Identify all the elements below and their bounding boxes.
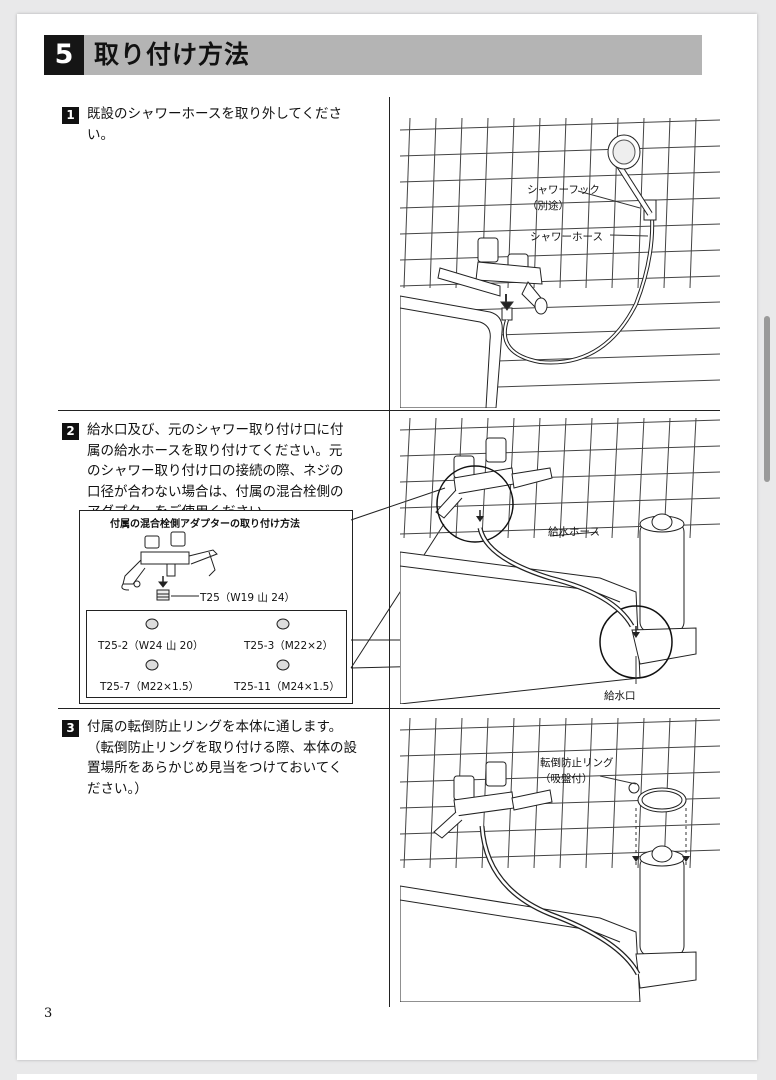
step-2-text: 給水口及び、元のシャワー取り付け口に付 属の給水ホースを取り付けてください。元 … bbox=[87, 422, 344, 520]
shower-hook-note: （別途） bbox=[527, 200, 569, 212]
main-adapter-label: T25（W19 山 24） bbox=[200, 592, 296, 604]
step-1-text: 既設のシャワーホースを取り外してくださ い。 bbox=[87, 106, 343, 143]
adapter-box-title: 付属の混合栓側アダプターの取り付け方法 bbox=[110, 519, 300, 530]
figure-2-supply-hose bbox=[400, 418, 720, 704]
page-number: 3 bbox=[44, 1006, 53, 1021]
adapter-t25-3: T25-3（M22×2） bbox=[244, 640, 334, 652]
section-number: 5 bbox=[44, 35, 84, 75]
next-page-edge bbox=[17, 1074, 757, 1080]
water-inlet-label: 給水口 bbox=[604, 690, 636, 702]
adapter-list-box bbox=[86, 610, 347, 698]
figure-1-shower-removal bbox=[400, 118, 720, 408]
step-2-number: 2 bbox=[62, 423, 79, 440]
adapter-t25-2: T25-2（W24 山 20） bbox=[98, 640, 204, 652]
adapter-t25-7: T25-7（M22×1.5） bbox=[100, 681, 200, 693]
vertical-scrollbar[interactable] bbox=[764, 316, 770, 482]
row-divider-2 bbox=[58, 708, 720, 709]
section-header-bar bbox=[44, 35, 702, 75]
column-divider bbox=[389, 97, 390, 1007]
adapter-t25-11: T25-11（M24×1.5） bbox=[234, 681, 340, 693]
shower-hook-label: シャワーフック bbox=[527, 184, 600, 196]
step-1-number: 1 bbox=[62, 107, 79, 124]
figure-3-anti-tip-ring bbox=[400, 718, 720, 1002]
adapter-diagram bbox=[121, 531, 290, 671]
supply-hose-label: 給水ホース bbox=[548, 526, 600, 538]
section-title: 取り付け方法 bbox=[94, 40, 251, 69]
anti-tip-ring-label: 転倒防止リング bbox=[540, 757, 614, 769]
anti-tip-ring-note: （吸盤付） bbox=[540, 773, 593, 785]
row-divider-1 bbox=[58, 410, 720, 411]
step-3-text: 付属の転倒防止リングを本体に通します。 （転倒防止リングを取り付ける際、本体の設… bbox=[87, 719, 357, 797]
step-3-number: 3 bbox=[62, 720, 79, 737]
shower-hose-label: シャワーホース bbox=[530, 231, 603, 243]
